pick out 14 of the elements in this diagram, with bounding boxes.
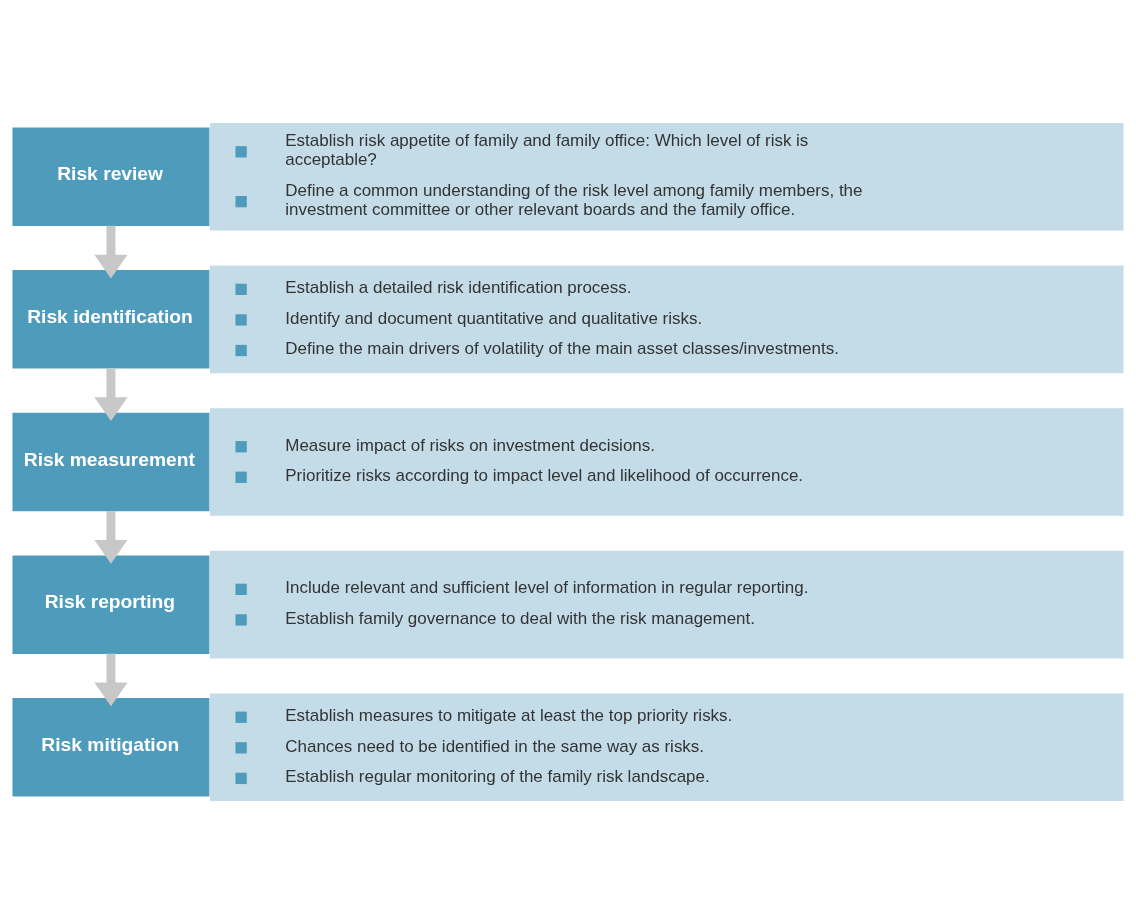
node-box: Establish a detailed risk identification process. Identify and document quantitative and qualitative risks. Define the main drivers of volatility of the main asset classes/investments. [210, 265, 1124, 373]
node-box: Risk mitigation [12, 697, 210, 796]
arrow [94, 367, 128, 421]
node-box: Establish measures to mitigate at least the top priority risks. Chances need to be identified in the same way as risks. Establish regular monitoring of the family risk landscape. [210, 693, 1124, 801]
arrow [94, 225, 128, 278]
node-box: Risk identification [12, 269, 210, 369]
node-box: Risk reporting [12, 554, 210, 654]
node-box: Measure impact of risks on investment decisions. Prioritize risks according to impact level and likelihood of occurrence. [210, 407, 1124, 516]
node-box: Risk measurement [12, 412, 210, 511]
arrow [94, 510, 128, 564]
node-box: Include relevant and sufficient level of information in regular reporting. Establish family governance to deal with the risk management. [210, 550, 1124, 658]
arrow [94, 653, 128, 706]
node-box: Establish risk appetite of family and family office: Which level of risk is acceptable? Define a common understanding of the risk level among family members, the investment committee or other relevant boards and the family office. [210, 122, 1124, 230]
node-box: Risk review [12, 127, 210, 226]
